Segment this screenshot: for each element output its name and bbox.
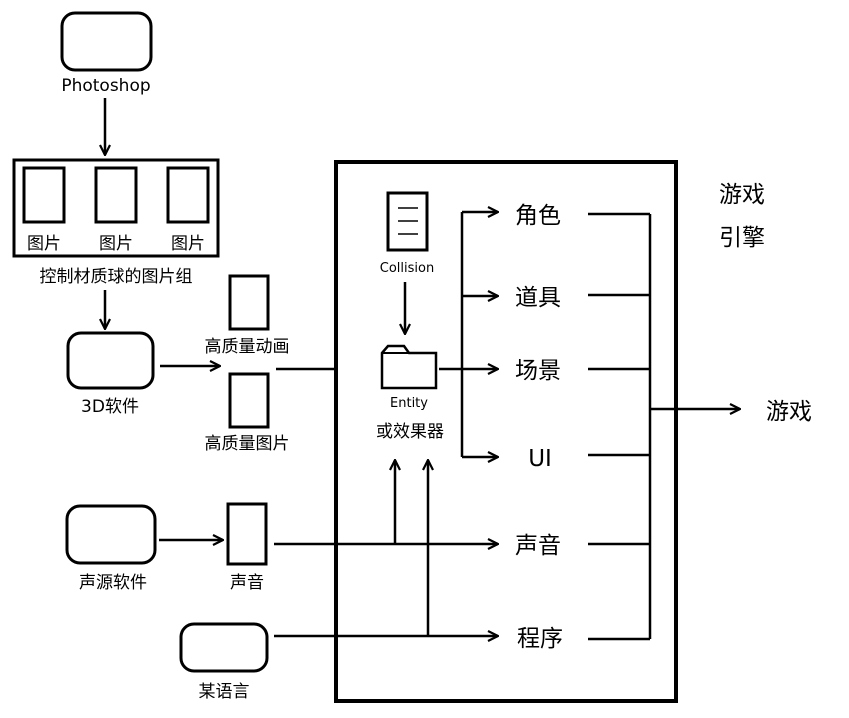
animation-file [228,274,270,331]
engine-label-line1: 游戏 [719,182,765,208]
engine-label-line2: 引擎 [719,225,765,251]
output-program: 程序 [517,626,563,652]
folder-icon [380,344,438,390]
collision-label: Collision [380,261,434,276]
image-thumb-1 [22,166,66,224]
language-node [179,622,269,673]
image-thumb-3 [166,166,210,224]
output-scene: 场景 [515,358,561,384]
output-props: 道具 [515,285,561,311]
image-thumb-3-label: 图片 [171,234,205,254]
3d-software-label: 3D软件 [81,397,139,417]
entity-label: Entity [390,396,428,411]
output-role: 角色 [515,203,561,229]
audio-software-label: 声源软件 [79,573,147,593]
sound-file-label: 声音 [230,573,264,593]
sound-file [226,502,268,566]
image-thumb-2 [94,166,138,224]
image-group-caption: 控制材质球的图片组 [40,267,193,287]
image-thumb-2-label: 图片 [99,234,133,254]
language-label: 某语言 [199,682,250,702]
photoshop-node [60,11,153,72]
game-output-label: 游戏 [766,399,812,425]
3d-software-node [66,331,155,390]
image-thumb-1-label: 图片 [27,234,61,254]
hq-image-label: 高质量图片 [205,434,290,454]
entity-sub-label: 或效果器 [376,422,444,442]
photoshop-label: Photoshop [61,76,150,96]
audio-software-node [65,504,157,565]
animation-label: 高质量动画 [205,337,290,357]
output-sound: 声音 [515,533,561,559]
engine-frame [334,160,678,703]
output-ui: UI [528,446,552,472]
hq-image-file [228,372,270,429]
